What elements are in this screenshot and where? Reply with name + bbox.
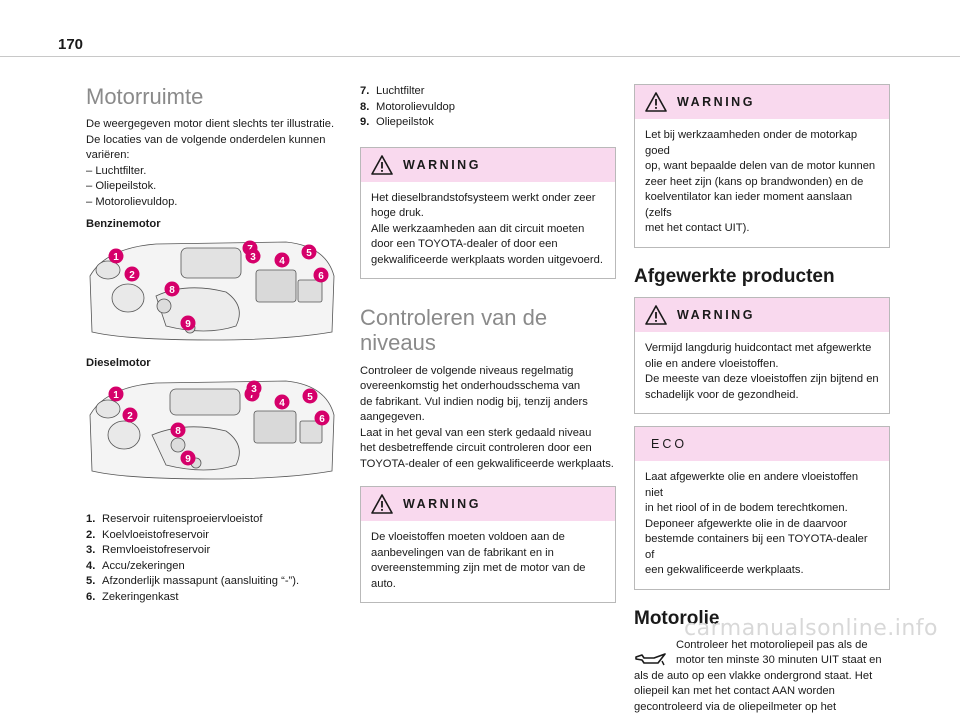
warning-box-diesel: WARNING Het dieselbrandstofsysteem werkt… [360,146,616,279]
section-title-products: Afgewerkte producten [634,265,835,287]
callout-2: 2 [124,266,140,282]
svg-text:7: 7 [249,390,255,401]
callout-4: 4 [274,252,290,268]
oil-can-icon [635,652,666,666]
list-item: 4.Accu/zekeringen [86,559,185,572]
watermark: carmanualsonline.info [684,616,938,641]
list-item: 9.Oliepeilstok [360,116,434,128]
svg-text:6: 6 [319,414,325,425]
svg-text:5: 5 [306,248,312,259]
component-list-b: 7.Luchtfilter 8.Motorolievuldop 9.Oliepe… [360,84,616,131]
svg-text:9: 9 [185,319,191,330]
diesel-engine-illustration: 12 73 4 56 8 9 [89,380,335,480]
svg-text:3: 3 [250,252,256,263]
callout-8: 8 [170,422,186,438]
callout-2: 2 [122,407,138,423]
list-item: 1.Reservoir ruitensproeiervloeistof [86,513,263,526]
svg-text:5: 5 [307,392,313,403]
warning-label: WARNING [677,95,755,109]
list-item: 6.Zekeringenkast [86,590,179,603]
oil-intro: Controleer het motoroliepeil pas als de … [634,638,890,669]
svg-text:2: 2 [127,411,133,422]
warning-triangle-icon [645,305,667,326]
list-item: 3.Remvloeistofreservoir [86,544,211,557]
callout-4: 4 [274,394,290,410]
eco-text: Laat afgewerkte olie en andere vloeistof… [645,471,868,577]
svg-text:4: 4 [279,398,285,409]
warning-triangle-icon [645,92,667,112]
callout-1: 1 [108,248,124,264]
callout-1: 1 [108,386,124,402]
warning-box-fluids: WARNING De vloeistoffen moeten voldoen a… [360,486,616,604]
column-levels: 7.Luchtfilter 8.Motorolievuldop 9.Oliepe… [360,84,616,604]
callout-8: 8 [164,281,180,297]
warning-triangle-icon [371,154,393,175]
list-item: 5.Afzonderlijk massapunt (aansluiting “-… [86,575,300,588]
svg-text:8: 8 [175,426,181,437]
callout-6: 6 [314,410,330,426]
warning-label: WARNING [403,497,481,512]
page-number: 170 [58,36,84,53]
warning-text: Vermijd langdurig huidcontact met afgewe… [645,342,879,401]
list-item: 7.Luchtfilter [360,85,425,97]
eco-box: ECO Laat afgewerkte olie en andere vloei… [634,426,890,590]
engine-bay-intro: De weergegeven motor dient slechts ter i… [86,118,335,208]
svg-text:1: 1 [113,252,119,263]
levels-text: Controleer de volgende niveaus regelmati… [360,364,614,470]
warning-text: Let bij werkzaamheden onder de motorkap … [645,129,876,234]
callout-5: 5 [302,388,318,404]
svg-text:6: 6 [318,271,324,282]
svg-text:1: 1 [113,390,119,401]
list-item: 8.Motorolievuldop [360,100,455,113]
diesel-engine-heading: Dieselmotor [86,357,151,370]
petrol-engine-heading: Benzinemotor [86,218,161,231]
warning-label: WARNING [403,157,481,172]
warning-label: WARNING [677,308,755,323]
list-item: 2.Koelvloeistofreservoir [86,528,209,541]
svg-text:4: 4 [279,256,285,267]
section-title-levels: Controleren van de niveaus [360,305,548,356]
warning-box-hot-engine: WARNING Let bij werkzaamheden onder de m… [634,84,890,248]
callout-6: 6 [313,267,329,283]
column-engine-bay: Motorruimte De weergegeven motor dient s… [86,84,336,605]
component-list-a: 1.Reservoir ruitensproeiervloeistof 2.Ko… [86,512,336,605]
callout-3: 3 [245,248,261,264]
section-title-motorolie: Motorolie [634,607,720,629]
oil-text-rest: als de auto op een vlakke ondergrond sta… [634,669,873,713]
callout-3: 3 [246,380,262,396]
warning-triangle-icon [371,494,393,514]
callout-9: 9 [180,315,196,331]
warning-text: Het dieselbrandstofsysteem werkt onder z… [371,191,603,266]
callout-9: 9 [180,450,196,466]
section-title-motorruimte: Motorruimte [86,84,204,109]
svg-text:8: 8 [169,285,175,296]
svg-text:3: 3 [251,384,257,395]
header-divider [0,56,960,57]
warning-text: De vloeistoffen moeten voldoen aan de aa… [371,531,586,590]
svg-text:9: 9 [185,454,191,465]
callout-5: 5 [301,244,317,260]
warning-box-skin-contact: WARNING Vermijd langdurig huidcontact me… [634,297,890,415]
eco-label: ECO [635,427,889,462]
oil-text-first: Controleer het motoroliepeil pas als de … [676,638,882,667]
svg-text:2: 2 [129,270,135,281]
